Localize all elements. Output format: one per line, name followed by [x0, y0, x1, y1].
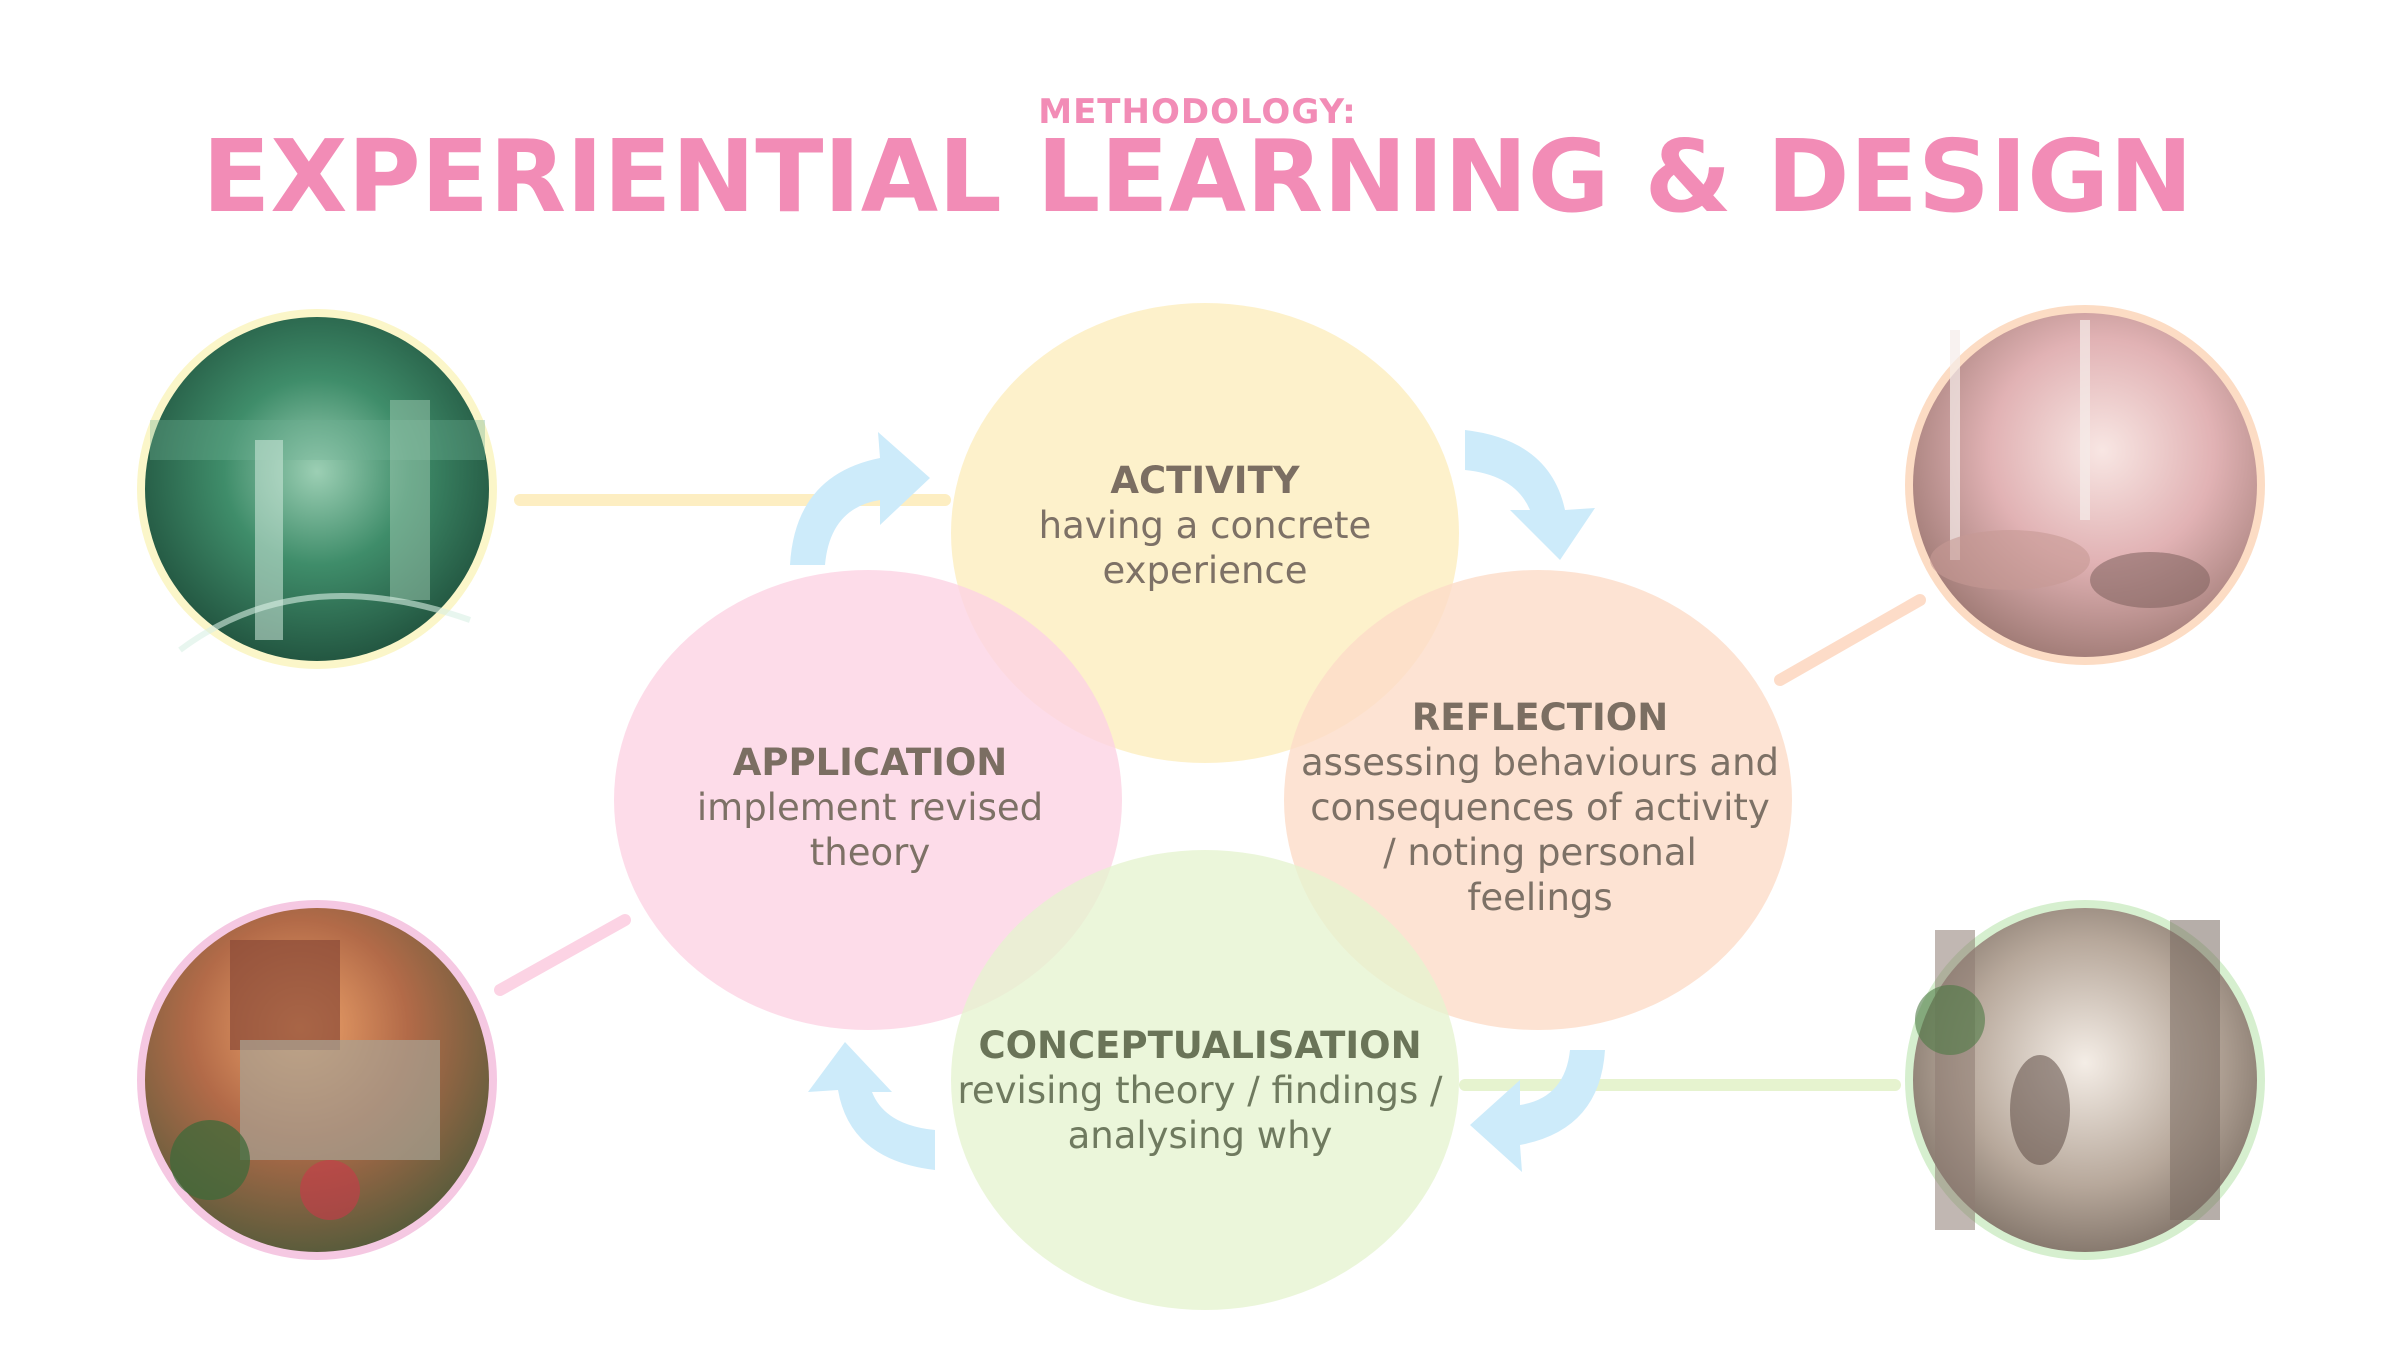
- conceptualisation-label: CONCEPTUALISATION revising theory / find…: [940, 1023, 1460, 1158]
- connector-line-application: [494, 914, 631, 996]
- application-line-1: implement revised: [696, 786, 1044, 829]
- conceptualisation-line-1: revising theory / findings /: [957, 1069, 1443, 1112]
- methodology-eyebrow: METHODOLOGY:: [1038, 92, 1357, 132]
- reflection-line-3: / noting personal: [1383, 831, 1697, 874]
- application-line-2: theory: [809, 831, 931, 874]
- stage-conceptualisation-circle: [951, 850, 1459, 1310]
- curved-arrow-icon: [1465, 430, 1595, 560]
- curved-arrow-icon: [790, 432, 930, 565]
- tunnel-scene-image: [137, 309, 497, 669]
- conceptualisation-line-2: analysing why: [1067, 1114, 1333, 1157]
- application-title: APPLICATION: [732, 741, 1008, 784]
- garden-scene-image: [137, 900, 497, 1260]
- conceptualisation-title: CONCEPTUALISATION: [978, 1024, 1422, 1067]
- page-title: EXPERIENTIAL LEARNING & DESIGN: [202, 118, 2193, 235]
- activity-label: ACTIVITY having a concrete experience: [980, 458, 1430, 593]
- reflection-line-2: consequences of activity: [1310, 786, 1770, 829]
- stage-activity-circle: [951, 303, 1459, 763]
- reflection-label: REFLECTION assessing behaviours and cons…: [1285, 695, 1795, 920]
- reflection-line-1: assessing behaviours and: [1300, 741, 1780, 784]
- application-label: APPLICATION implement revised theory: [640, 740, 1100, 875]
- activity-line-2: experience: [1102, 549, 1308, 592]
- curved-arrow-icon: [808, 1042, 935, 1170]
- reading-room-scene-image: [1905, 900, 2265, 1260]
- reflection-title: REFLECTION: [1411, 696, 1669, 739]
- activity-line-1: having a concrete: [1038, 504, 1372, 547]
- curved-arrow-icon: [1470, 1050, 1605, 1172]
- stage-application-circle: [614, 570, 1122, 1030]
- connector-line-reflection: [1774, 594, 1926, 686]
- activity-title: ACTIVITY: [1110, 459, 1300, 502]
- stage-reflection-circle: [1284, 570, 1792, 1030]
- lounge-scene-image: [1905, 305, 2265, 665]
- reflection-line-4: feelings: [1467, 876, 1613, 919]
